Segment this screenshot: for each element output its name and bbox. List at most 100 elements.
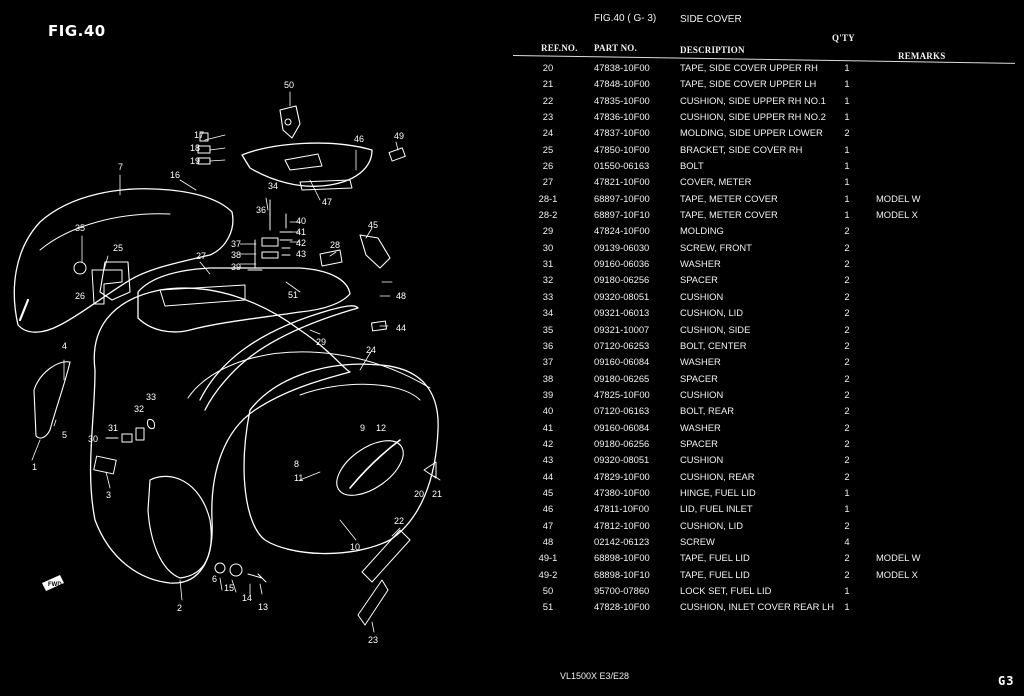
ref-no-cell: 47 [542, 519, 554, 531]
callout: 40 [296, 216, 306, 226]
ref-no-cell: 22 [542, 94, 554, 106]
description-cell: TAPE, FUEL LID [680, 552, 750, 564]
qty-cell: 1 [844, 192, 850, 204]
callout: 21 [432, 489, 442, 499]
part-no-cell: 09321-10007 [594, 323, 650, 335]
qty-cell: 1 [844, 160, 850, 172]
ref-no-cell: 27 [542, 176, 554, 188]
part-no-cell: 47835-10F00 [594, 94, 650, 106]
fwd-label: FWD [48, 582, 62, 588]
description-cell: WASHER [680, 421, 721, 433]
description-cell: CUSHION, SIDE [680, 323, 751, 335]
section-title: SIDE COVER [680, 14, 742, 25]
description-cell: TAPE, SIDE COVER UPPER LH [680, 78, 817, 90]
ref-no-cell: 32 [542, 274, 554, 286]
callout: 1 [32, 462, 37, 472]
callout: 42 [296, 238, 306, 248]
description-cell: CUSHION, REAR [680, 470, 755, 482]
qty-cell: 1 [844, 486, 850, 498]
part-no-cell: 09320-08051 [594, 454, 650, 466]
ref-no-cell: 25 [542, 143, 554, 155]
column-header-remarks: REMARKS [898, 51, 946, 61]
ref-no-cell: 36 [542, 339, 554, 351]
qty-cell: 2 [844, 339, 850, 351]
ref-no-cell: 50 [542, 585, 554, 596]
qty-cell: 1 [844, 503, 850, 515]
callout-labels: 50 17 18 19 16 7 35 25 26 34 36 40 41 42… [32, 80, 442, 645]
description-cell: CUSHION, SIDE UPPER RH NO.2 [680, 111, 826, 123]
description-cell: WASHER [680, 258, 721, 270]
qty-cell: 1 [844, 111, 850, 123]
callout: 8 [294, 459, 299, 469]
part-no-cell: 47824-10F00 [594, 225, 650, 237]
callout: 24 [366, 345, 376, 355]
table-row: 22 47835-10F00 CUSHION, SIDE UPPER RH NO.1… [513, 93, 1013, 109]
part-no-cell: 09321-06013 [594, 307, 650, 319]
callout: 38 [231, 250, 241, 260]
callout: 44 [396, 323, 406, 333]
description-cell: CUSHION, SIDE UPPER RH NO.1 [680, 94, 826, 106]
part-no-cell: 47838-10F00 [594, 62, 650, 73]
qty-cell: 1 [844, 176, 850, 188]
part-no-cell: 09160-06084 [594, 356, 650, 368]
qty-cell: 2 [844, 274, 850, 286]
ref-no-cell: 51 [542, 601, 554, 613]
ref-no-cell: 28-2 [538, 209, 558, 221]
qty-cell: 2 [844, 405, 850, 417]
figure-title: FIG.40 [48, 22, 106, 40]
molding-strip-24 [187, 351, 431, 399]
callout: 51 [288, 290, 298, 300]
callout: 31 [108, 423, 118, 433]
qty-cell: 2 [844, 437, 850, 449]
description-cell: CUSHION, LID [680, 519, 744, 531]
column-header-qty: Q'TY [832, 33, 855, 43]
side-cover-left-shape [13, 188, 234, 333]
callout: 11 [294, 473, 303, 483]
callout: 46 [354, 134, 364, 144]
callout: 10 [350, 542, 360, 552]
description-cell: CUSHION, LID [680, 307, 744, 319]
part-no-cell: 47380-10F00 [594, 486, 650, 498]
remarks-cell: MODEL W [876, 192, 921, 204]
part-no-cell: 68897-10F00 [594, 192, 650, 204]
callout: 20 [414, 489, 424, 499]
part-no-cell: 47850-10F00 [594, 143, 650, 155]
callout: 48 [396, 291, 406, 301]
description-cell: TAPE, SIDE COVER UPPER RH [680, 62, 818, 73]
part-no-cell: 09320-08051 [594, 290, 650, 302]
description-cell: CUSHION [680, 290, 724, 302]
ref-no-cell: 21 [542, 78, 554, 90]
fwd-marker: FWD [42, 575, 64, 591]
description-cell: SPACER [680, 437, 718, 449]
qty-cell: 2 [844, 241, 850, 253]
remarks-cell: MODEL X [876, 568, 918, 580]
tank-panel-shape [243, 363, 439, 555]
lower-side-cover-shape [147, 475, 212, 579]
ref-no-cell: 40 [542, 405, 554, 417]
ref-no-cell: 35 [542, 323, 554, 335]
callout: 2 [177, 603, 182, 613]
qty-cell: 1 [844, 143, 850, 155]
qty-cell: 2 [844, 568, 850, 580]
qty-cell: 2 [844, 470, 850, 482]
callout: 29 [316, 337, 326, 347]
ref-no-cell: 29 [542, 225, 554, 237]
description-cell: LOCK SET, FUEL LID [680, 585, 772, 596]
column-header-part-no: PART NO. [594, 43, 637, 53]
description-cell: CUSHION [680, 454, 724, 466]
callout: 43 [296, 249, 306, 259]
ref-no-cell: 49-2 [538, 568, 558, 580]
